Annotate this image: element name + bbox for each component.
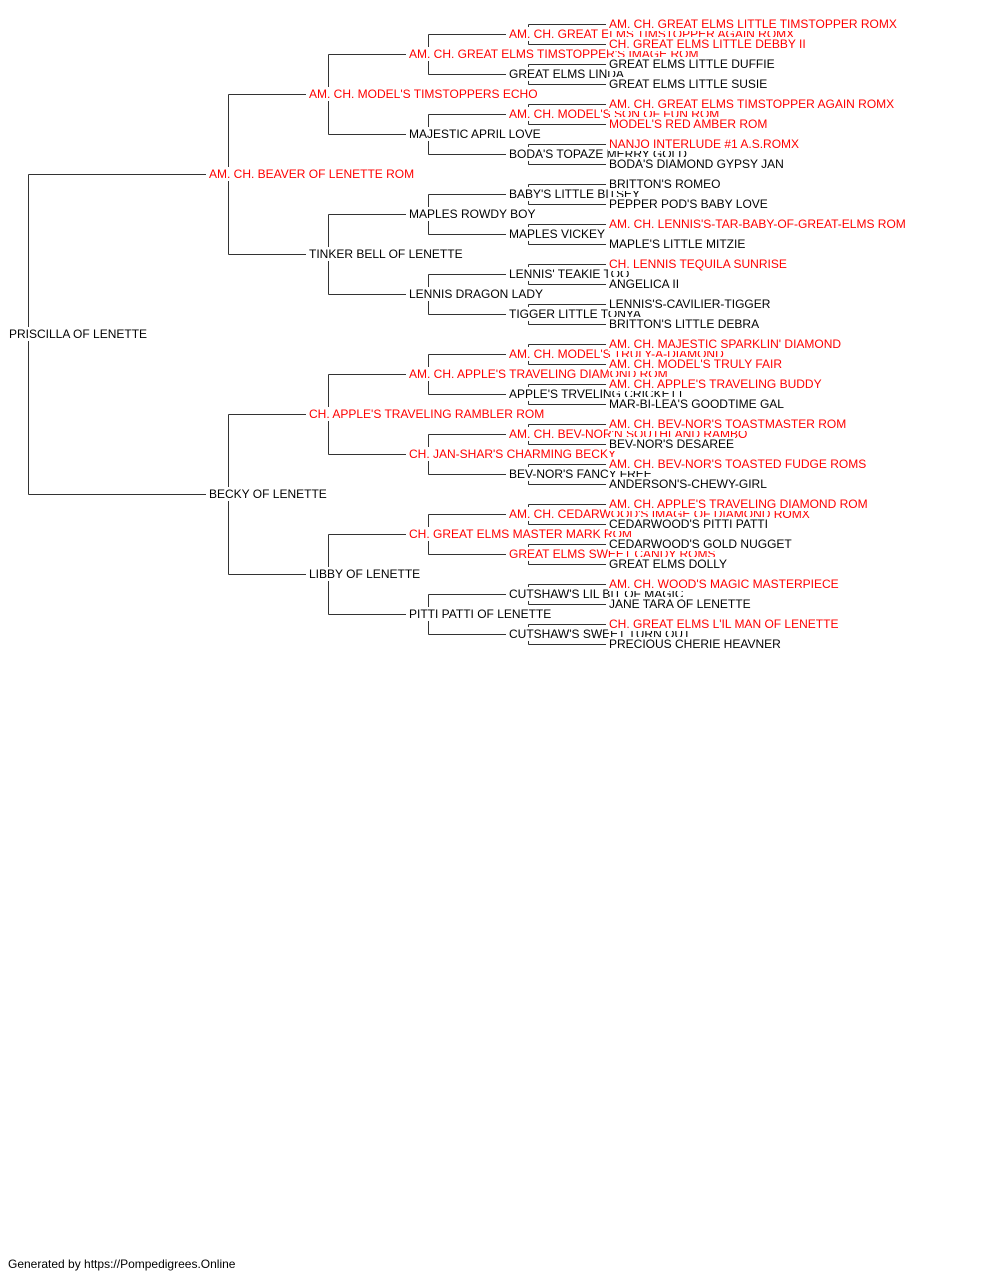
pedigree-node-dam-dam-sire-sire-sire[interactable]: AM. CH. APPLE'S TRAVELING DIAMOND ROM [608,497,869,511]
pedigree-node-dam-sire-sire[interactable]: AM. CH. APPLE'S TRAVELING DIAMOND ROM [408,367,669,381]
pedigree-node-sire-sire-sire-sire-dam[interactable]: CH. GREAT ELMS LITTLE DEBBY II [608,37,807,51]
pedigree-node-sire-dam-dam-dam-dam[interactable]: BRITTON'S LITTLE DEBRA [608,317,761,331]
pedigree-node-dam-sire-sire-dam-dam[interactable]: MAR-BI-LEA'S GOODTIME GAL [608,397,785,411]
pedigree-node-sire-dam-dam[interactable]: LENNIS DRAGON LADY [408,287,545,301]
pedigree-node-dam-sire-dam-dam-sire[interactable]: AM. CH. BEV-NOR'S TOASTED FUDGE ROMS [608,457,868,471]
pedigree-node-dam-sire-sire-sire-dam[interactable]: AM. CH. MODEL'S TRULY FAIR [608,357,783,371]
pedigree-node-dam-sire[interactable]: CH. APPLE'S TRAVELING RAMBLER ROM [308,407,546,421]
pedigree-node-sire-sire-dam-sire-sire[interactable]: AM. CH. GREAT ELMS TIMSTOPPER AGAIN ROMX [608,97,896,111]
pedigree-node-sire-dam-dam-sire-dam[interactable]: ANGELICA II [608,277,681,291]
pedigree-node-sire-sire[interactable]: AM. CH. MODEL'S TIMSTOPPERS ECHO [308,87,539,101]
pedigree-node-sire-dam-sire-dam-dam[interactable]: MAPLE'S LITTLE MITZIE [608,237,747,251]
pedigree-node-sire-dam-dam-sire-sire[interactable]: CH. LENNIS TEQUILA SUNRISE [608,257,788,271]
pedigree-node-dam-dam-dam[interactable]: PITTI PATTI OF LENETTE [408,607,553,621]
pedigree-node-sire-dam-sire[interactable]: MAPLES ROWDY BOY [408,207,537,221]
pedigree-node-dam-sire-dam-sire-dam[interactable]: BEV-NOR'S DESAREE [608,437,735,451]
pedigree-node-dam-dam[interactable]: LIBBY OF LENETTE [308,567,422,581]
pedigree-node-dam-sire-sire-sire-sire[interactable]: AM. CH. MAJESTIC SPARKLIN' DIAMOND [608,337,843,351]
pedigree-node-sire-dam[interactable]: TINKER BELL OF LENETTE [308,247,464,261]
pedigree-node-dam-dam-sire-sire-dam[interactable]: CEDARWOOD'S PITTI PATTI [608,517,769,531]
pedigree-node-dam-dam-dam-sire-dam[interactable]: JANE TARA OF LENETTE [608,597,752,611]
pedigree-node-sire-dam-sire-dam[interactable]: MAPLES VICKEY [508,227,607,241]
pedigree-node-sire-sire-dam[interactable]: MAJESTIC APRIL LOVE [408,127,542,141]
pedigree-node-sire-sire-sire-dam[interactable]: GREAT ELMS LINDA [508,67,625,81]
pedigree-node-sire-sire-sire-dam-dam[interactable]: GREAT ELMS LITTLE SUSIE [608,77,769,91]
pedigree-node-sire-dam-sire-sire-sire[interactable]: BRITTON'S ROMEO [608,177,722,191]
pedigree-node-dam-sire-dam-sire-sire[interactable]: AM. CH. BEV-NOR'S TOASTMASTER ROM [608,417,848,431]
pedigree-node-sire[interactable]: AM. CH. BEAVER OF LENETTE ROM [208,167,416,181]
pedigree-node-dam-dam-sire[interactable]: CH. GREAT ELMS MASTER MARK ROM [408,527,633,541]
pedigree-node-dam-dam-dam-sire-sire[interactable]: AM. CH. WOOD'S MAGIC MASTERPIECE [608,577,840,591]
pedigree-node-dam-dam-sire-dam-dam[interactable]: GREAT ELMS DOLLY [608,557,729,571]
generated-by-footer: Generated by https://Pompedigrees.Online [8,1257,236,1271]
pedigree-node-sire-sire-dam-dam-sire[interactable]: NANJO INTERLUDE #1 A.S.ROMX [608,137,801,151]
pedigree-node-dam-dam-sire-dam-sire[interactable]: CEDARWOOD'S GOLD NUGGET [608,537,793,551]
pedigree-node-sire-dam-sire-dam-sire[interactable]: AM. CH. LENNIS'S-TAR-BABY-OF-GREAT-ELMS … [608,217,907,231]
pedigree-node-dam-sire-dam[interactable]: CH. JAN-SHAR'S CHARMING BECKY [408,447,617,461]
pedigree-node-dam-dam-dam-dam-dam[interactable]: PRECIOUS CHERIE HEAVNER [608,637,782,651]
pedigree-node-sire-sire-sire-dam-sire[interactable]: GREAT ELMS LITTLE DUFFIE [608,57,776,71]
pedigree-node-dam-sire-dam-dam-dam[interactable]: ANDERSON'S-CHEWY-GIRL [608,477,768,491]
pedigree-node-sire-dam-dam-sire[interactable]: LENNIS' TEAKIE TOO [508,267,631,281]
pedigree-node-sire-sire-sire-sire-sire[interactable]: AM. CH. GREAT ELMS LITTLE TIMSTOPPER ROM… [608,17,898,31]
pedigree-node-dam-sire-sire-dam-sire[interactable]: AM. CH. APPLE'S TRAVELING BUDDY [608,377,823,391]
pedigree-node-sire-sire-dam-sire-dam[interactable]: MODEL'S RED AMBER ROM [608,117,769,131]
pedigree-node-dam-dam-dam-dam-sire[interactable]: CH. GREAT ELMS L'IL MAN OF LENETTE [608,617,840,631]
pedigree-node-dam[interactable]: BECKY OF LENETTE [208,487,328,501]
pedigree-node-sire-dam-sire-sire[interactable]: BABY'S LITTLE BITSEY [508,187,642,201]
pedigree-node-sire-dam-dam-dam-sire[interactable]: LENNIS'S-CAVILIER-TIGGER [608,297,772,311]
pedigree-node-subject[interactable]: PRISCILLA OF LENETTE [8,327,149,341]
pedigree-node-sire-sire-dam-dam-dam[interactable]: BODA'S DIAMOND GYPSY JAN [608,157,785,171]
pedigree-node-sire-dam-sire-sire-dam[interactable]: PEPPER POD'S BABY LOVE [608,197,769,211]
